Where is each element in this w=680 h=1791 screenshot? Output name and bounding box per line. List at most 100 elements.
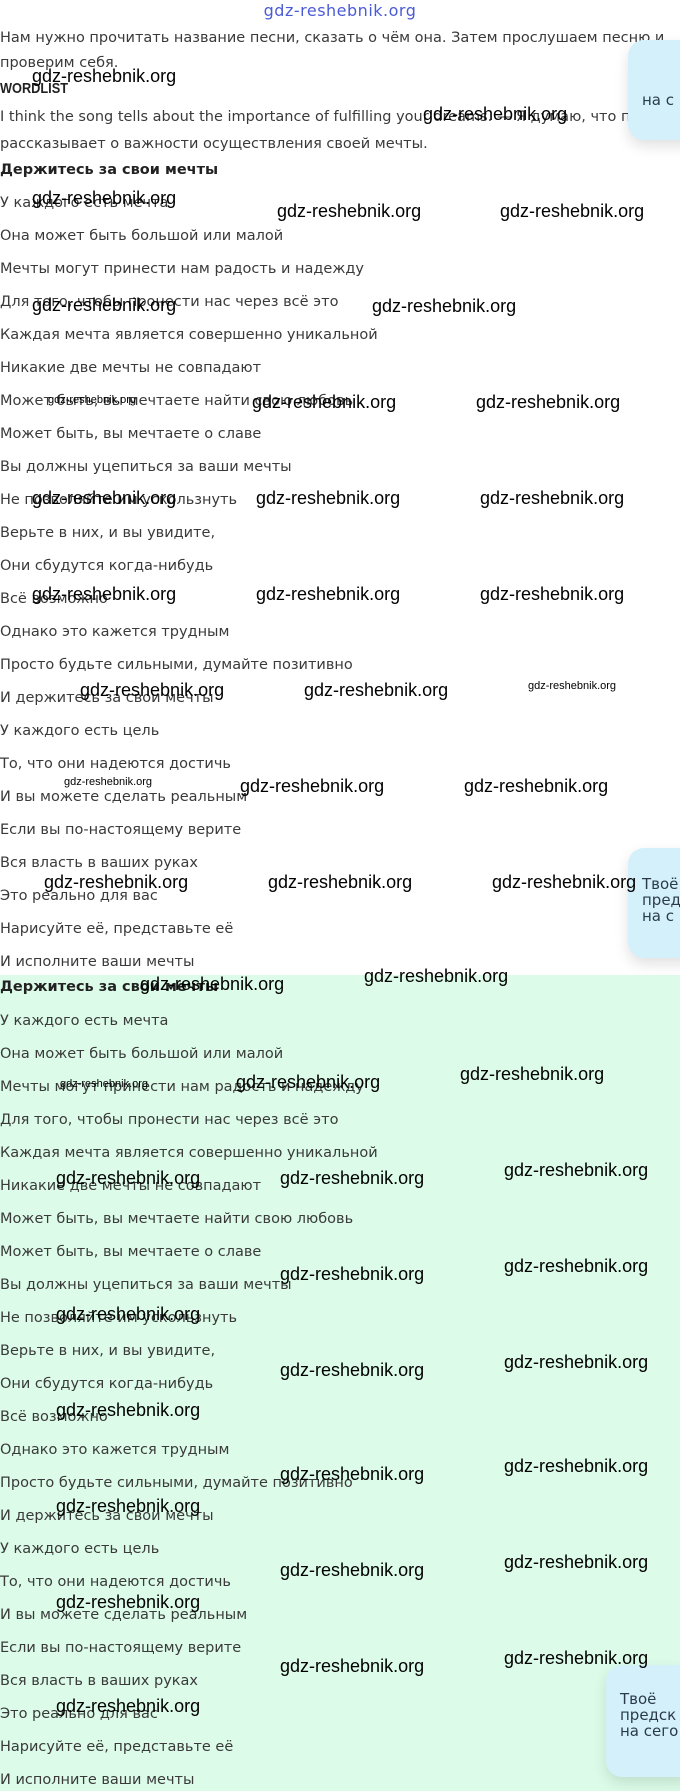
watermark: gdz-reshebnik.org — [60, 1078, 149, 1090]
watermark: gdz-reshebnik.org — [504, 1256, 649, 1276]
promo-text: Твоё — [620, 1690, 657, 1708]
lyric-line: И держитесь за свои мечты — [0, 1508, 214, 1524]
promo-card[interactable]: Твоё пред на с — [628, 848, 680, 958]
lyric-line: Если вы по-настоящему верите — [0, 1640, 242, 1656]
watermark: gdz-reshebnik.org — [56, 1592, 201, 1612]
lyric-line: Для того, чтобы пронести нас через всё э… — [0, 294, 339, 310]
lyric-line: Верьте в них, и вы увидите, — [0, 1343, 216, 1359]
watermark: gdz-reshebnik.org — [460, 1064, 605, 1084]
watermark: gdz-reshebnik.org — [528, 680, 617, 692]
lyric-line: Если вы по-настоящему верите — [0, 822, 242, 838]
watermark: gdz-reshebnik.org — [48, 394, 137, 406]
lyric-line: Нарисуйте её, представьте её — [0, 921, 234, 937]
promo-text: Твоё — [642, 875, 679, 893]
lyric-line: Это реально для вас — [0, 1706, 158, 1722]
lyric-line: Они сбудутся когда-нибудь — [0, 558, 214, 574]
watermark: gdz-reshebnik.org — [504, 1552, 649, 1572]
watermark: gdz-reshebnik.org — [280, 1656, 425, 1676]
lyric-line: Всё возможно — [0, 591, 108, 607]
watermark: gdz-reshebnik.org — [56, 1400, 201, 1420]
promo-card[interactable]: Твоё предск на сего — [606, 1665, 680, 1777]
lyric-line: И исполните ваши мечты — [0, 1772, 195, 1788]
watermark: gdz-reshebnik.org — [56, 1696, 201, 1716]
watermark: gdz-reshebnik.org — [280, 1464, 425, 1484]
watermark: gdz-reshebnik.org — [480, 488, 625, 508]
lyric-line: У каждого есть цель — [0, 1541, 160, 1557]
lyric-line: Вся власть в ваших руках — [0, 1673, 199, 1689]
lyric-line: У каждого есть мечта — [0, 1013, 169, 1029]
lyric-line: То, что они надеются достичь — [0, 756, 231, 772]
lyric-line: Она может быть большой или малой — [0, 228, 284, 244]
watermark: gdz-reshebnik.org — [504, 1352, 649, 1372]
lyric-line: Может быть, вы мечтаете найти свою любов… — [0, 1211, 354, 1227]
watermark: gdz-reshebnik.org — [44, 872, 189, 892]
answer-line: I think the song tells about the importa… — [0, 109, 666, 125]
green-section — [0, 975, 680, 1791]
lyric-line: Может быть, вы мечтаете о славе — [0, 426, 262, 442]
lyric-line: У каждого есть мечта — [0, 195, 169, 211]
watermark: gdz-reshebnik.org — [32, 488, 177, 508]
lyric-line: И исполните ваши мечты — [0, 954, 195, 970]
lyric-line: То, что они надеются достичь — [0, 1574, 231, 1590]
watermark: gdz-reshebnik.org — [364, 966, 509, 986]
watermark: gdz-reshebnik.org — [252, 392, 397, 412]
lyric-line: Однако это кажется трудным — [0, 624, 230, 640]
lyric-line: Каждая мечта является совершенно уникаль… — [0, 1145, 378, 1161]
watermark: gdz-reshebnik.org — [504, 1456, 649, 1476]
song-title: Держитесь за свои мечты — [0, 162, 219, 178]
promo-text: на с — [642, 907, 675, 925]
promo-text: на с — [642, 91, 675, 109]
answer-line: рассказывает о важности осуществления св… — [0, 136, 428, 152]
lyric-line: Для того, чтобы пронести нас через всё э… — [0, 1112, 339, 1128]
watermark: gdz-reshebnik.org — [423, 104, 568, 124]
watermark: gdz-reshebnik.org — [32, 66, 177, 86]
watermark: gdz-reshebnik.org — [280, 1560, 425, 1580]
watermark: gdz-reshebnik.org — [492, 872, 637, 892]
watermark: gdz-reshebnik.org — [480, 584, 625, 604]
watermark: gdz-reshebnik.org — [464, 776, 609, 796]
lyric-line: Может быть, вы мечтаете о славе — [0, 1244, 262, 1260]
lyric-line: Просто будьте сильными, думайте позитивн… — [0, 657, 353, 673]
watermark: gdz-reshebnik.org — [256, 584, 401, 604]
lyric-line: Не позволяйте им ускользнуть — [0, 492, 238, 508]
watermark: gdz-reshebnik.org — [268, 872, 413, 892]
lyric-line: Никакие две мечты не совпадают — [0, 360, 262, 376]
watermark: gdz-reshebnik.org — [56, 1496, 201, 1516]
watermark: gdz-reshebnik.org — [476, 392, 621, 412]
watermark: gdz-reshebnik.org — [240, 776, 385, 796]
lyric-line: Она может быть большой или малой — [0, 1046, 284, 1062]
lyric-line: Однако это кажется трудным — [0, 1442, 230, 1458]
lyric-line: Это реально для вас — [0, 888, 158, 904]
watermark: gdz-reshebnik.org — [32, 295, 177, 315]
lyric-line: И вы можете сделать реальным — [0, 789, 248, 805]
promo-text: на сего — [620, 1722, 679, 1740]
lyric-line: Вы должны уцепиться за ваши мечты — [0, 459, 292, 475]
intro-line: проверим себя. — [0, 55, 119, 71]
lyric-line: Не позволяйте им ускользнуть — [0, 1310, 238, 1326]
lyric-line: Нарисуйте её, представьте её — [0, 1739, 234, 1755]
lyric-line: Всё возможно — [0, 1409, 108, 1425]
lyric-line: И держитесь за свои мечты — [0, 690, 214, 706]
promo-card[interactable]: на с — [628, 40, 680, 140]
lyric-line: Вся власть в ваших руках — [0, 855, 199, 871]
watermark: gdz-reshebnik.org — [32, 188, 177, 208]
lyric-line: Каждая мечта является совершенно уникаль… — [0, 327, 378, 343]
watermark: gdz-reshebnik.org — [64, 776, 153, 788]
watermark: gdz-reshebnik.org — [32, 584, 177, 604]
lyric-line: И вы можете сделать реальным — [0, 1607, 248, 1623]
intro-line: Нам нужно прочитать название песни, сказ… — [0, 30, 665, 46]
song-title: Держитесь за свои мечты — [0, 979, 219, 995]
lyric-line: Просто будьте сильными, думайте позитивн… — [0, 1475, 353, 1491]
watermark: gdz-reshebnik.org — [280, 1264, 425, 1284]
lyric-line: У каждого есть цель — [0, 723, 160, 739]
lyric-line: Они сбудутся когда-нибудь — [0, 1376, 214, 1392]
watermark: gdz-reshebnik.org — [236, 1072, 381, 1092]
watermark: gdz-reshebnik.org — [504, 1160, 649, 1180]
lyric-line: Мечты могут принести нам радость и надеж… — [0, 1079, 365, 1095]
watermark: gdz-reshebnik.org — [80, 680, 225, 700]
watermark: gdz-reshebnik.org — [140, 974, 285, 994]
promo-text: предск — [620, 1706, 677, 1724]
watermark: gdz-reshebnik.org — [500, 201, 645, 221]
watermark: gdz-reshebnik.org — [280, 1360, 425, 1380]
lyric-line: Никакие две мечты не совпадают — [0, 1178, 262, 1194]
